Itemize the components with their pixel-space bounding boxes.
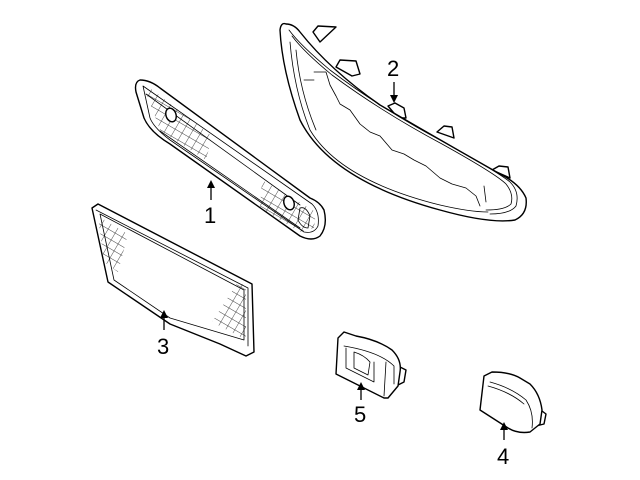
leader-4 <box>500 422 508 440</box>
callout-1[interactable]: 1 <box>204 203 217 228</box>
leader-5 <box>357 382 365 400</box>
part-1-lower-grille[interactable] <box>134 79 327 240</box>
part-3-mesh-insert[interactable] <box>91 203 255 357</box>
part-4-cap[interactable] <box>479 371 547 434</box>
callout-3[interactable]: 3 <box>157 334 170 359</box>
callout-5[interactable]: 5 <box>354 402 367 427</box>
callout-2[interactable]: 2 <box>387 56 400 81</box>
leader-3 <box>160 310 168 330</box>
leader-1 <box>207 180 215 200</box>
callout-4[interactable]: 4 <box>497 444 510 469</box>
part-5-bracket[interactable] <box>335 331 407 399</box>
leader-2 <box>390 82 398 103</box>
part-2-upper-grille[interactable] <box>279 22 527 222</box>
